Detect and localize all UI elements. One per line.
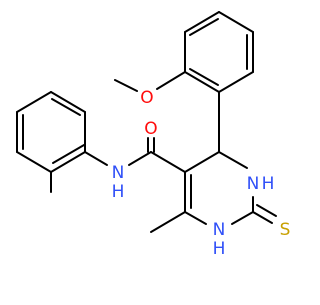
amide-hydrogen-label: H bbox=[112, 182, 125, 202]
bond bbox=[184, 11, 220, 33]
atom-labels: O O N H N H N H S bbox=[112, 88, 291, 259]
bond bbox=[50, 91, 86, 113]
bond bbox=[16, 151, 52, 173]
bond bbox=[218, 71, 254, 93]
bond bbox=[50, 151, 86, 173]
bond bbox=[184, 211, 207, 225]
thione-sulfur-label: S bbox=[280, 220, 291, 240]
ring-n1-label: N bbox=[247, 174, 260, 194]
bond bbox=[218, 151, 248, 169]
carbonyl-oxygen-label: O bbox=[144, 119, 157, 139]
bond bbox=[150, 211, 186, 233]
amide-nitrogen-label: N bbox=[112, 163, 125, 183]
bond bbox=[84, 151, 108, 166]
bond bbox=[52, 144, 85, 164]
bond bbox=[231, 211, 254, 225]
molecule-structure: O O N H N H N H S bbox=[16, 11, 291, 259]
bonds bbox=[16, 11, 277, 233]
bond bbox=[184, 71, 220, 93]
ring-n3-label: N bbox=[213, 220, 226, 240]
bond bbox=[156, 71, 186, 90]
bond bbox=[218, 11, 254, 33]
bond bbox=[184, 151, 220, 173]
methoxy-oxygen-label: O bbox=[140, 88, 153, 108]
bond bbox=[189, 68, 219, 86]
molecule-drawing: O O N H N H N H S bbox=[16, 11, 291, 259]
bond bbox=[16, 91, 52, 113]
bond bbox=[150, 151, 186, 173]
bond bbox=[256, 204, 277, 217]
ring-n3-hydrogen-label: H bbox=[213, 239, 226, 259]
bond bbox=[252, 211, 273, 224]
bond bbox=[128, 151, 152, 166]
bond bbox=[189, 18, 219, 36]
bond bbox=[114, 79, 138, 92]
ring-n1-hydrogen-label: H bbox=[262, 174, 275, 194]
bond bbox=[51, 98, 81, 116]
